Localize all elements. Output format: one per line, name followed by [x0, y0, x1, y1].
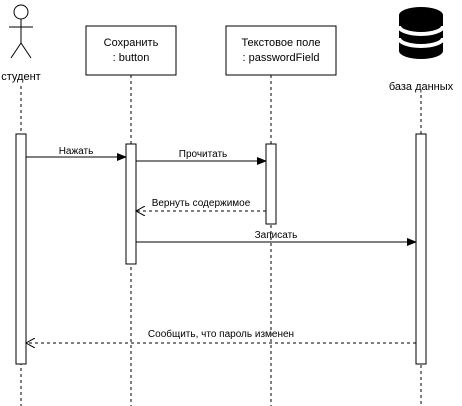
- activation-button: [125, 143, 137, 265]
- actor-student: студент: [1, 4, 41, 83]
- message-label: Вернуть содержимое: [152, 198, 251, 209]
- message-notify: Сообщить, что пароль изменен: [26, 328, 416, 343]
- activation-password-field: [265, 143, 277, 225]
- actor-label: студент: [1, 71, 40, 83]
- participant-button: Сохранить : button: [85, 25, 177, 76]
- actor-icon: [9, 4, 33, 59]
- participant-name: Текстовое поле: [241, 37, 320, 49]
- participant-password-field: Текстовое поле : passwordField: [225, 25, 337, 76]
- participant-type: : passwordField: [242, 52, 319, 64]
- participant-type: : button: [113, 52, 150, 64]
- participant-box: [225, 25, 337, 76]
- activation-database: [415, 133, 427, 365]
- message-return-content: Вернуть содержимое: [136, 198, 266, 211]
- participant-box: [85, 25, 177, 76]
- message-read: Прочитать: [136, 149, 267, 165]
- participant-database: база данных: [389, 7, 454, 93]
- participant-name: Сохранить: [104, 37, 159, 49]
- activation-student: [15, 133, 27, 365]
- message-write: Записать: [136, 230, 417, 246]
- message-label: Прочитать: [179, 149, 228, 160]
- database-icon: [397, 7, 445, 59]
- message-label: Сообщить, что пароль изменен: [148, 328, 294, 340]
- message-label: Нажать: [59, 146, 94, 157]
- message-label: Записать: [255, 230, 298, 241]
- participant-label: база данных: [389, 81, 454, 93]
- message-press: Нажать: [26, 146, 127, 161]
